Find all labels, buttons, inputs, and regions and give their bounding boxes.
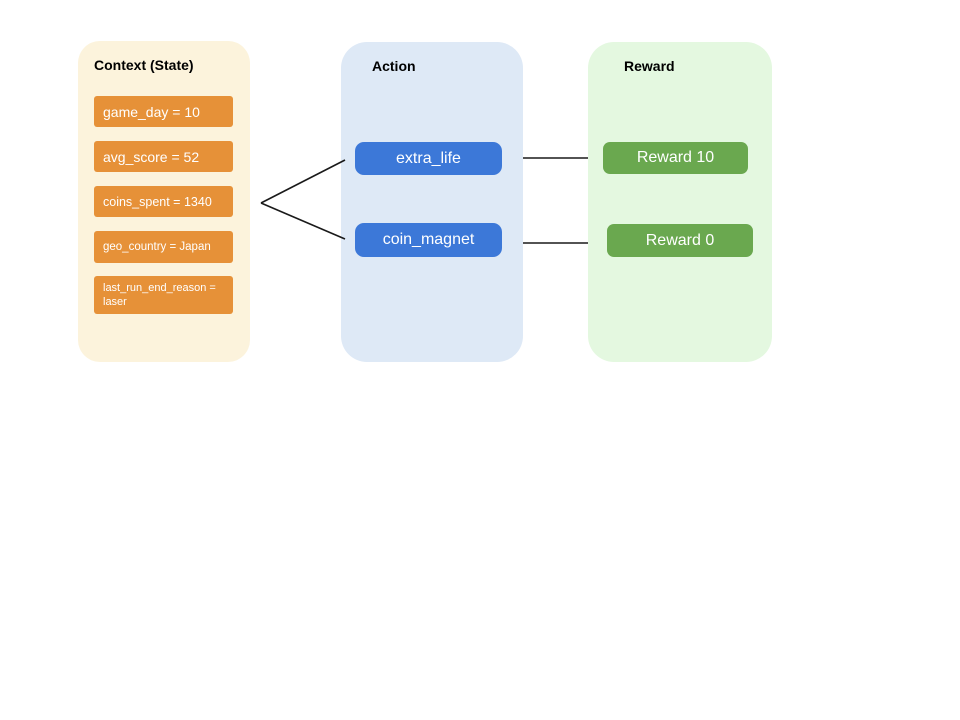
context-item-last-run-end-reason: last_run_end_reason = laser xyxy=(94,276,233,314)
reward-panel: Reward Reward 10 Reward 0 xyxy=(588,42,772,362)
connector-context-to-coin-magnet xyxy=(260,202,346,240)
action-item-coin-magnet: coin_magnet xyxy=(355,223,502,257)
connector-context-to-extra-life xyxy=(260,159,346,204)
context-state-panel: Context (State) game_day = 10 avg_score … xyxy=(78,41,250,362)
action-panel-title: Action xyxy=(372,58,416,74)
action-item-extra-life: extra_life xyxy=(355,142,502,175)
reward-panel-title: Reward xyxy=(624,58,675,74)
context-panel-title: Context (State) xyxy=(94,57,194,73)
context-item-avg-score: avg_score = 52 xyxy=(94,141,233,172)
context-item-game-day: game_day = 10 xyxy=(94,96,233,127)
reward-item-reward-0: Reward 0 xyxy=(607,224,753,257)
action-panel: Action extra_life coin_magnet xyxy=(341,42,523,362)
context-item-geo-country: geo_country = Japan xyxy=(94,231,233,263)
context-item-coins-spent: coins_spent = 1340 xyxy=(94,186,233,217)
reward-item-reward-10: Reward 10 xyxy=(603,142,748,174)
